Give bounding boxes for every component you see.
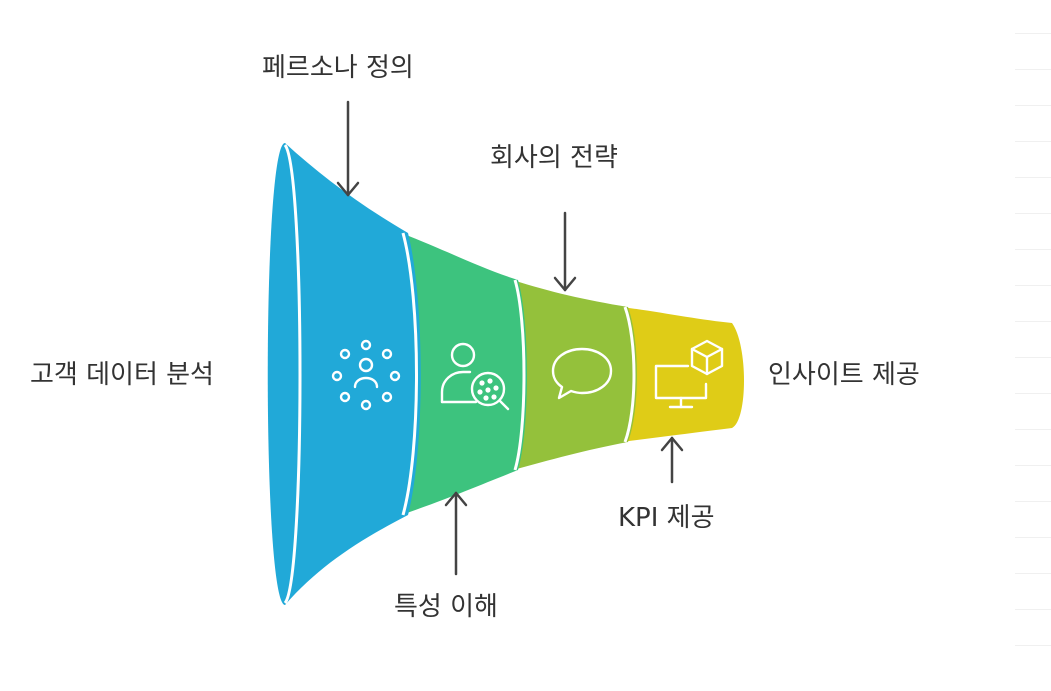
funnel-input-label: 고객 데이터 분석 bbox=[30, 360, 214, 390]
funnel-stage-4 bbox=[622, 307, 744, 442]
arrow-kpi bbox=[660, 436, 684, 484]
edge-line bbox=[1015, 645, 1051, 646]
callout-persona-label: 페르소나 정의 bbox=[262, 53, 414, 83]
edge-line bbox=[1015, 537, 1051, 538]
edge-line bbox=[1015, 501, 1051, 502]
callout-kpi-label: KPI 제공 bbox=[618, 503, 715, 533]
edge-line bbox=[1015, 429, 1051, 430]
edge-line bbox=[1015, 285, 1051, 286]
arrow-strategy bbox=[553, 211, 577, 292]
edge-line bbox=[1015, 465, 1051, 466]
funnel-mouth bbox=[267, 143, 297, 605]
edge-line bbox=[1015, 141, 1051, 142]
people-network-icon bbox=[331, 339, 401, 411]
funnel-output-label: 인사이트 제공 bbox=[768, 360, 920, 390]
edge-line bbox=[1015, 69, 1051, 70]
edge-line bbox=[1015, 213, 1051, 214]
arrow-traits bbox=[444, 491, 468, 576]
segment-dividers bbox=[283, 144, 636, 604]
funnel-stage-2 bbox=[401, 233, 527, 515]
edge-line bbox=[1015, 33, 1051, 34]
callout-strategy-label: 회사의 전략 bbox=[490, 143, 618, 173]
edge-line bbox=[1015, 249, 1051, 250]
edge-line bbox=[1015, 105, 1051, 106]
edge-line bbox=[1015, 573, 1051, 574]
edge-line bbox=[1015, 321, 1051, 322]
speech-bubble-icon bbox=[551, 347, 613, 400]
monitor-cube-icon bbox=[654, 339, 724, 409]
edge-line bbox=[1015, 609, 1051, 610]
callout-traits-label: 특성 이해 bbox=[394, 592, 498, 622]
funnel-stage-3 bbox=[513, 280, 637, 470]
edge-line bbox=[1015, 393, 1051, 394]
edge-line bbox=[1015, 177, 1051, 178]
edge-line bbox=[1015, 357, 1051, 358]
arrow-persona bbox=[336, 100, 360, 197]
user-search-icon bbox=[440, 342, 510, 411]
funnel-stage-1 bbox=[285, 143, 421, 605]
